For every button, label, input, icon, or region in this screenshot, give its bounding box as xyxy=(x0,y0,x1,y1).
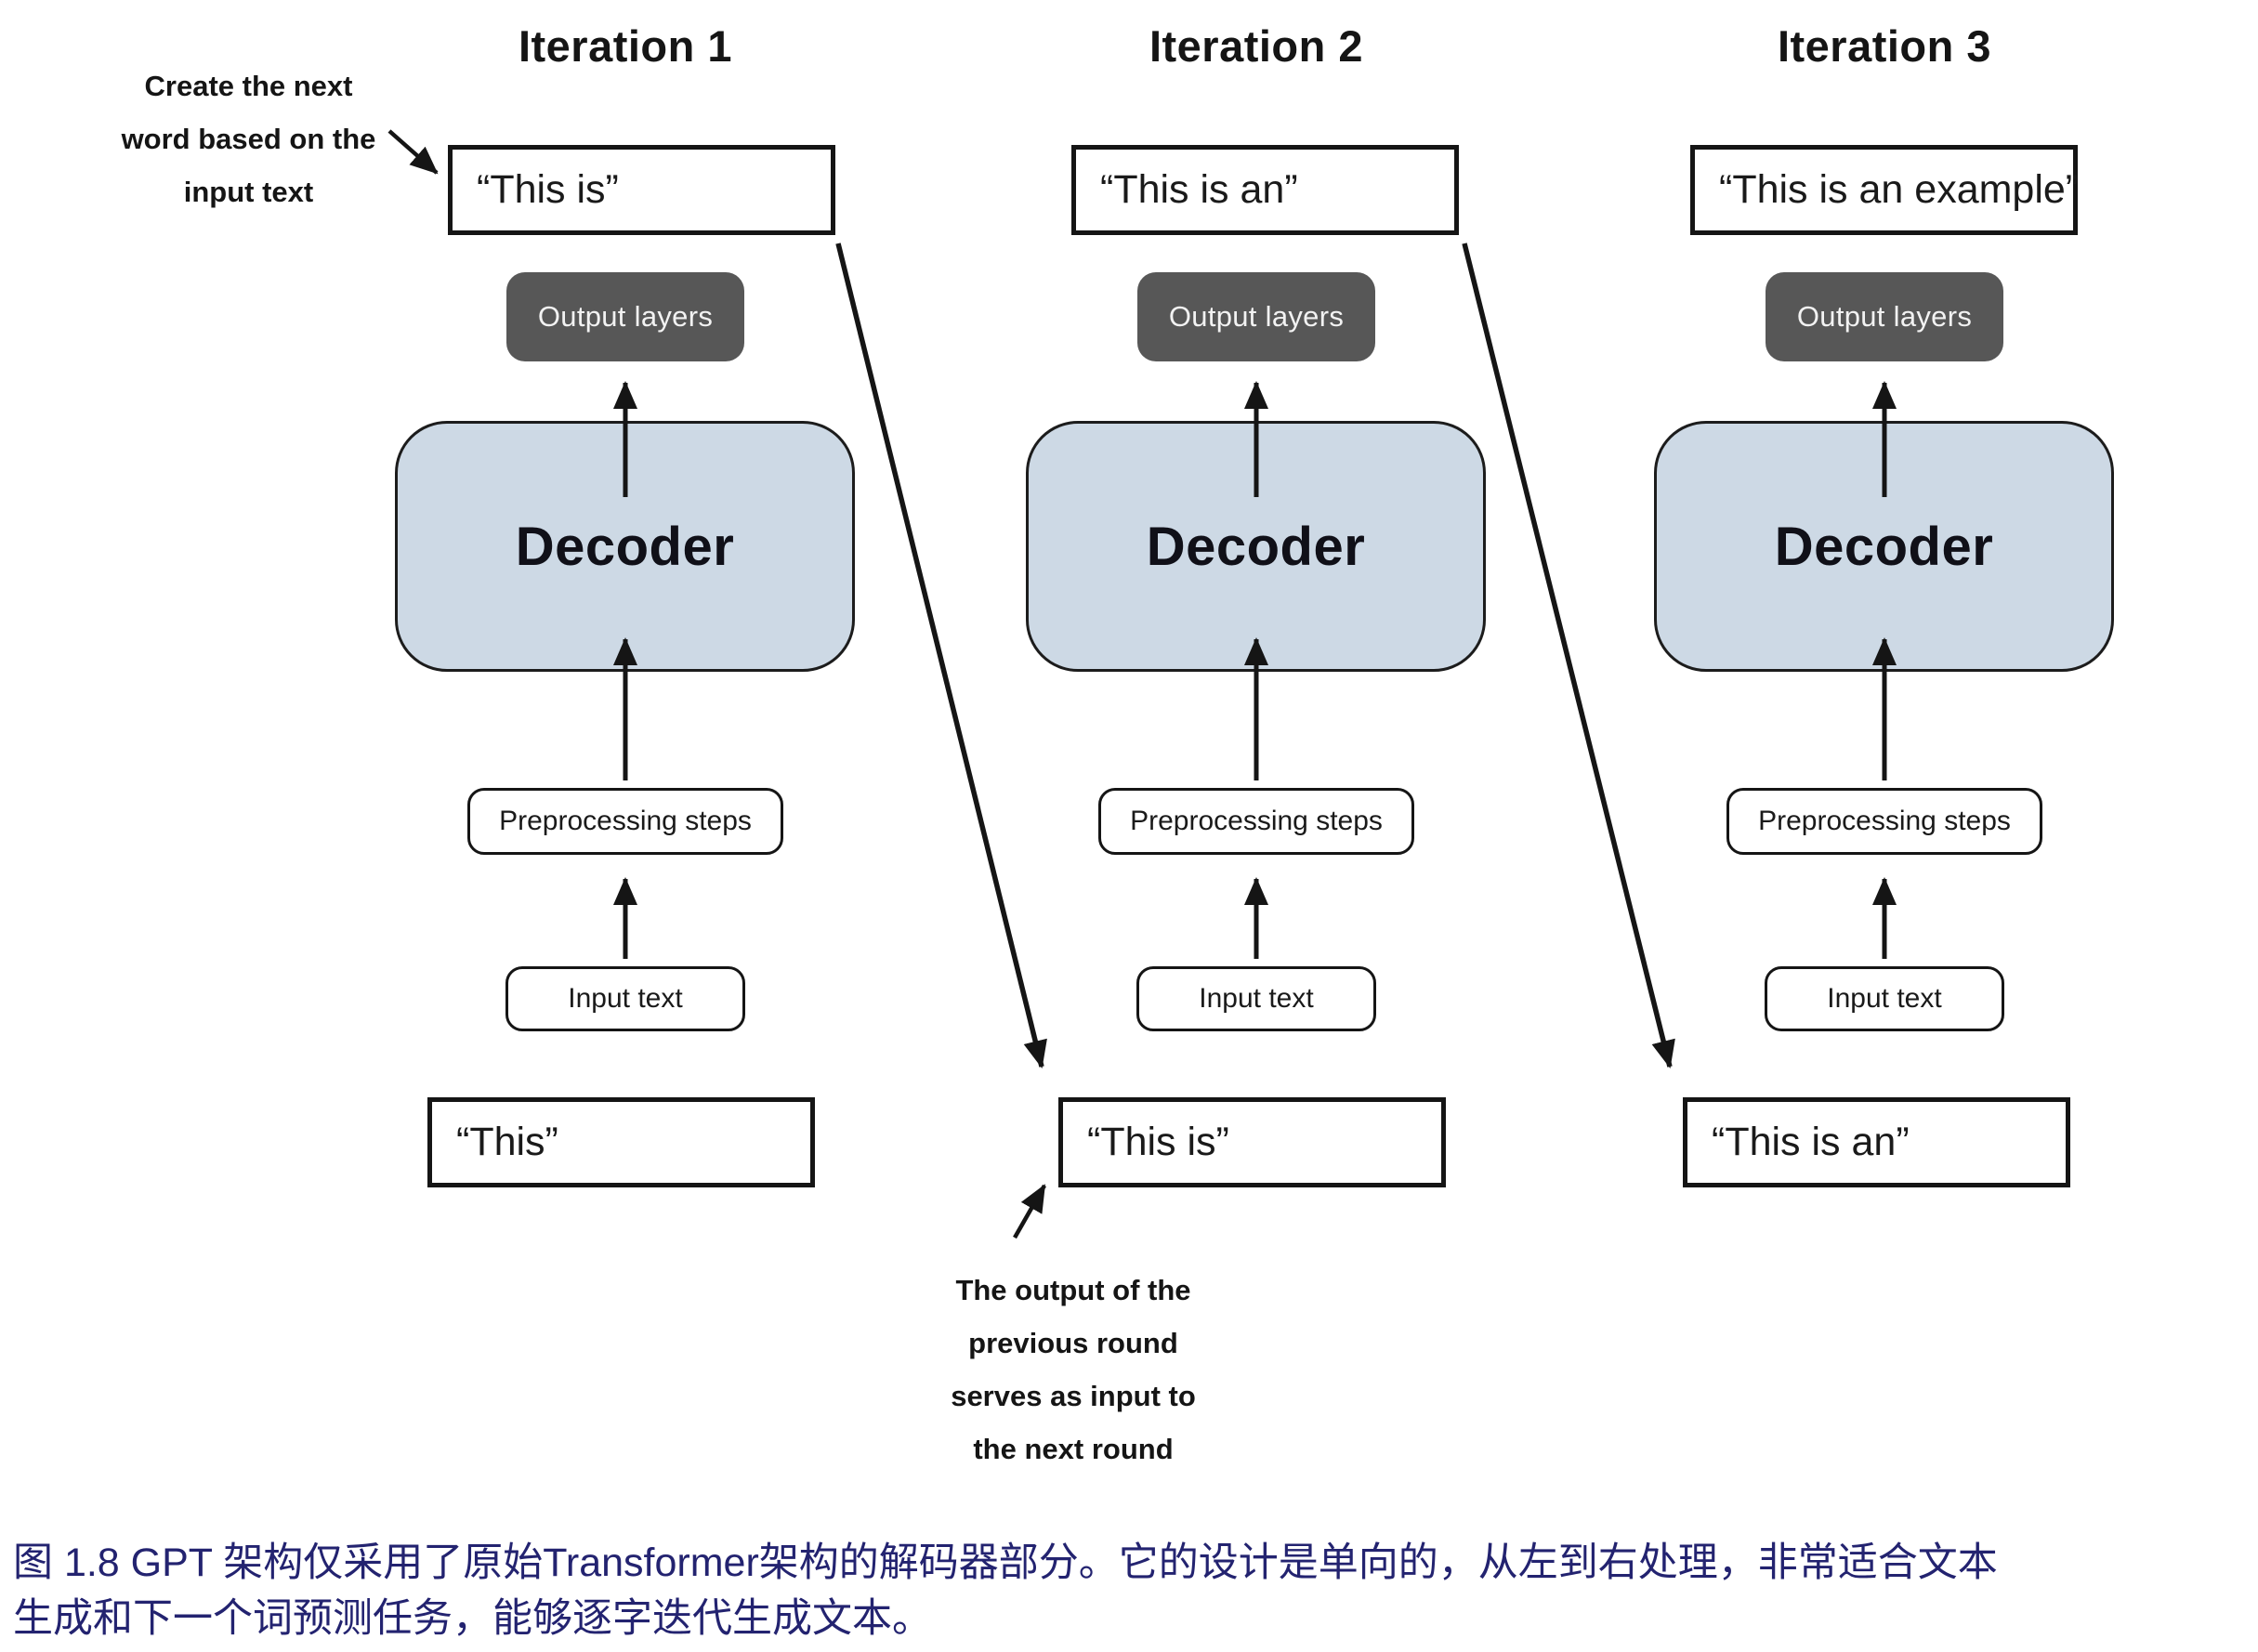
iteration-3-output-text: “This is an example” xyxy=(1719,167,2080,212)
annotation-line: the next round xyxy=(973,1433,1174,1465)
iteration-2-output-text: “This is an” xyxy=(1100,167,1298,212)
iteration-1-decoder-box: Decoder xyxy=(395,421,855,672)
annotation-line: serves as input to xyxy=(951,1380,1196,1412)
iteration-3-preprocessing-label: Preprocessing steps xyxy=(1758,806,2011,836)
iteration-2-input-text-label: Input text xyxy=(1199,983,1314,1014)
iteration-1-output-text: “This is” xyxy=(477,167,619,212)
annotation-pointer-bottom-icon xyxy=(1013,1184,1046,1239)
iteration-3-input-text-box: Input text xyxy=(1765,966,2004,1031)
caption-line-2: 生成和下一个词预测任务，能够逐字迭代生成文本。 xyxy=(13,1596,932,1641)
annotation-line: previous round xyxy=(968,1327,1178,1359)
annotation-create-next-word: Create the next word based on the input … xyxy=(88,59,409,218)
iteration-3-bottom-text: “This is an” xyxy=(1712,1120,1910,1164)
iteration-2-preprocessing-box: Preprocessing steps xyxy=(1098,788,1414,855)
iteration-3-bottom-text-box: “This is an” xyxy=(1683,1097,2070,1187)
annotation-line: input text xyxy=(183,176,314,208)
iteration-3-output-layers-box: Output layers xyxy=(1766,272,2003,361)
iteration-2-output-text-box: “This is an” xyxy=(1071,145,1459,235)
iteration-2-output-layers-label: Output layers xyxy=(1168,300,1345,333)
iteration-3-output-text-box: “This is an example” xyxy=(1690,145,2080,235)
iteration-2-input-text-box: Input text xyxy=(1136,966,1376,1031)
iteration-1-decoder-label: Decoder xyxy=(515,516,735,577)
figure-caption: 图 1.8 GPT 架构仅采用了原始Transformer架构的解码器部分。它的… xyxy=(13,1535,2251,1646)
iteration-1-preprocessing-box: Preprocessing steps xyxy=(467,788,783,855)
annotation-line: word based on the xyxy=(121,123,376,155)
iteration-2-output-layers-box: Output layers xyxy=(1137,272,1375,361)
iteration-1-output-layers-box: Output layers xyxy=(506,272,744,361)
iteration-1-bottom-text-box: “This” xyxy=(427,1097,815,1187)
annotation-output-previous-round: The output of the previous round serves … xyxy=(771,1264,1375,1475)
handoff-arrow-iter1-to-iter2-icon xyxy=(835,243,1047,1069)
caption-line-1: 图 1.8 GPT 架构仅采用了原始Transformer架构的解码器部分。它的… xyxy=(13,1541,1998,1585)
iteration-3-decoder-label: Decoder xyxy=(1774,516,1994,577)
iteration-1-bottom-text: “This” xyxy=(456,1120,558,1164)
iteration-1-output-layers-label: Output layers xyxy=(537,300,714,333)
iteration-1-preprocessing-label: Preprocessing steps xyxy=(499,806,752,836)
iteration-2-bottom-text-box: “This is” xyxy=(1058,1097,1446,1187)
iteration-2-decoder-label: Decoder xyxy=(1146,516,1366,577)
iteration-3-title: Iteration 3 xyxy=(1777,21,1992,71)
iteration-2-bottom-text: “This is” xyxy=(1087,1120,1229,1164)
iteration-3-preprocessing-box: Preprocessing steps xyxy=(1726,788,2042,855)
iteration-3-input-text-label: Input text xyxy=(1827,983,1942,1014)
iteration-1-input-text-box: Input text xyxy=(505,966,745,1031)
iteration-1-input-text-label: Input text xyxy=(568,983,683,1014)
iteration-1-title: Iteration 1 xyxy=(518,21,733,71)
annotation-line: The output of the xyxy=(955,1274,1191,1306)
iteration-3-output-layers-label: Output layers xyxy=(1796,300,1973,333)
iteration-3-decoder-box: Decoder xyxy=(1654,421,2114,672)
annotation-line: Create the next xyxy=(144,70,353,102)
iteration-2-preprocessing-label: Preprocessing steps xyxy=(1130,806,1383,836)
iteration-2-title: Iteration 2 xyxy=(1149,21,1364,71)
iteration-2-decoder-box: Decoder xyxy=(1026,421,1486,672)
iteration-1-output-text-box: “This is” xyxy=(448,145,835,235)
handoff-arrow-iter2-to-iter3-icon xyxy=(1462,243,1675,1069)
